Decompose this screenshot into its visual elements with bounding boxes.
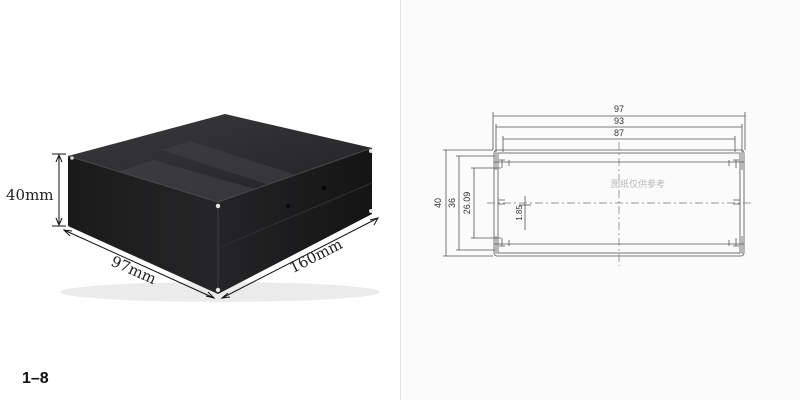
outer-height-label: 40 — [433, 198, 443, 208]
page-label: 1–8 — [22, 370, 49, 387]
cross-section-drawing: 97 93 87 40 36 26.09 1.85 图纸仅供参考 — [433, 104, 751, 266]
height-dimension-line — [52, 153, 66, 227]
enclosure-front-face — [218, 148, 372, 294]
screw-icon — [70, 156, 74, 160]
screw-icon — [215, 287, 221, 293]
inner-height-label: 36 — [447, 198, 457, 208]
length-dimension-line — [220, 217, 380, 299]
inner-width-label: 93 — [614, 116, 624, 126]
slot-width-label: 87 — [614, 128, 624, 138]
reference-watermark: 图纸仅供参考 — [611, 178, 665, 189]
screw-icon — [215, 203, 221, 209]
screw-icon — [369, 149, 373, 153]
cross-section-drawing-panel: 97 93 87 40 36 26.09 1.85 图纸仅供参考 — [400, 0, 800, 400]
outer-width-label: 97 — [614, 104, 624, 114]
rail-height-label: 26.09 — [462, 192, 472, 215]
product-photo-panel: 40mm 97mm 160mm — [6, 114, 380, 302]
offset-label: 1.85 — [515, 205, 524, 221]
height-label: 40mm — [6, 186, 54, 204]
enclosure-photo: 40mm 97mm 160mm — [6, 114, 380, 302]
depth-dimension-line — [62, 229, 216, 299]
screw-icon — [369, 209, 373, 213]
